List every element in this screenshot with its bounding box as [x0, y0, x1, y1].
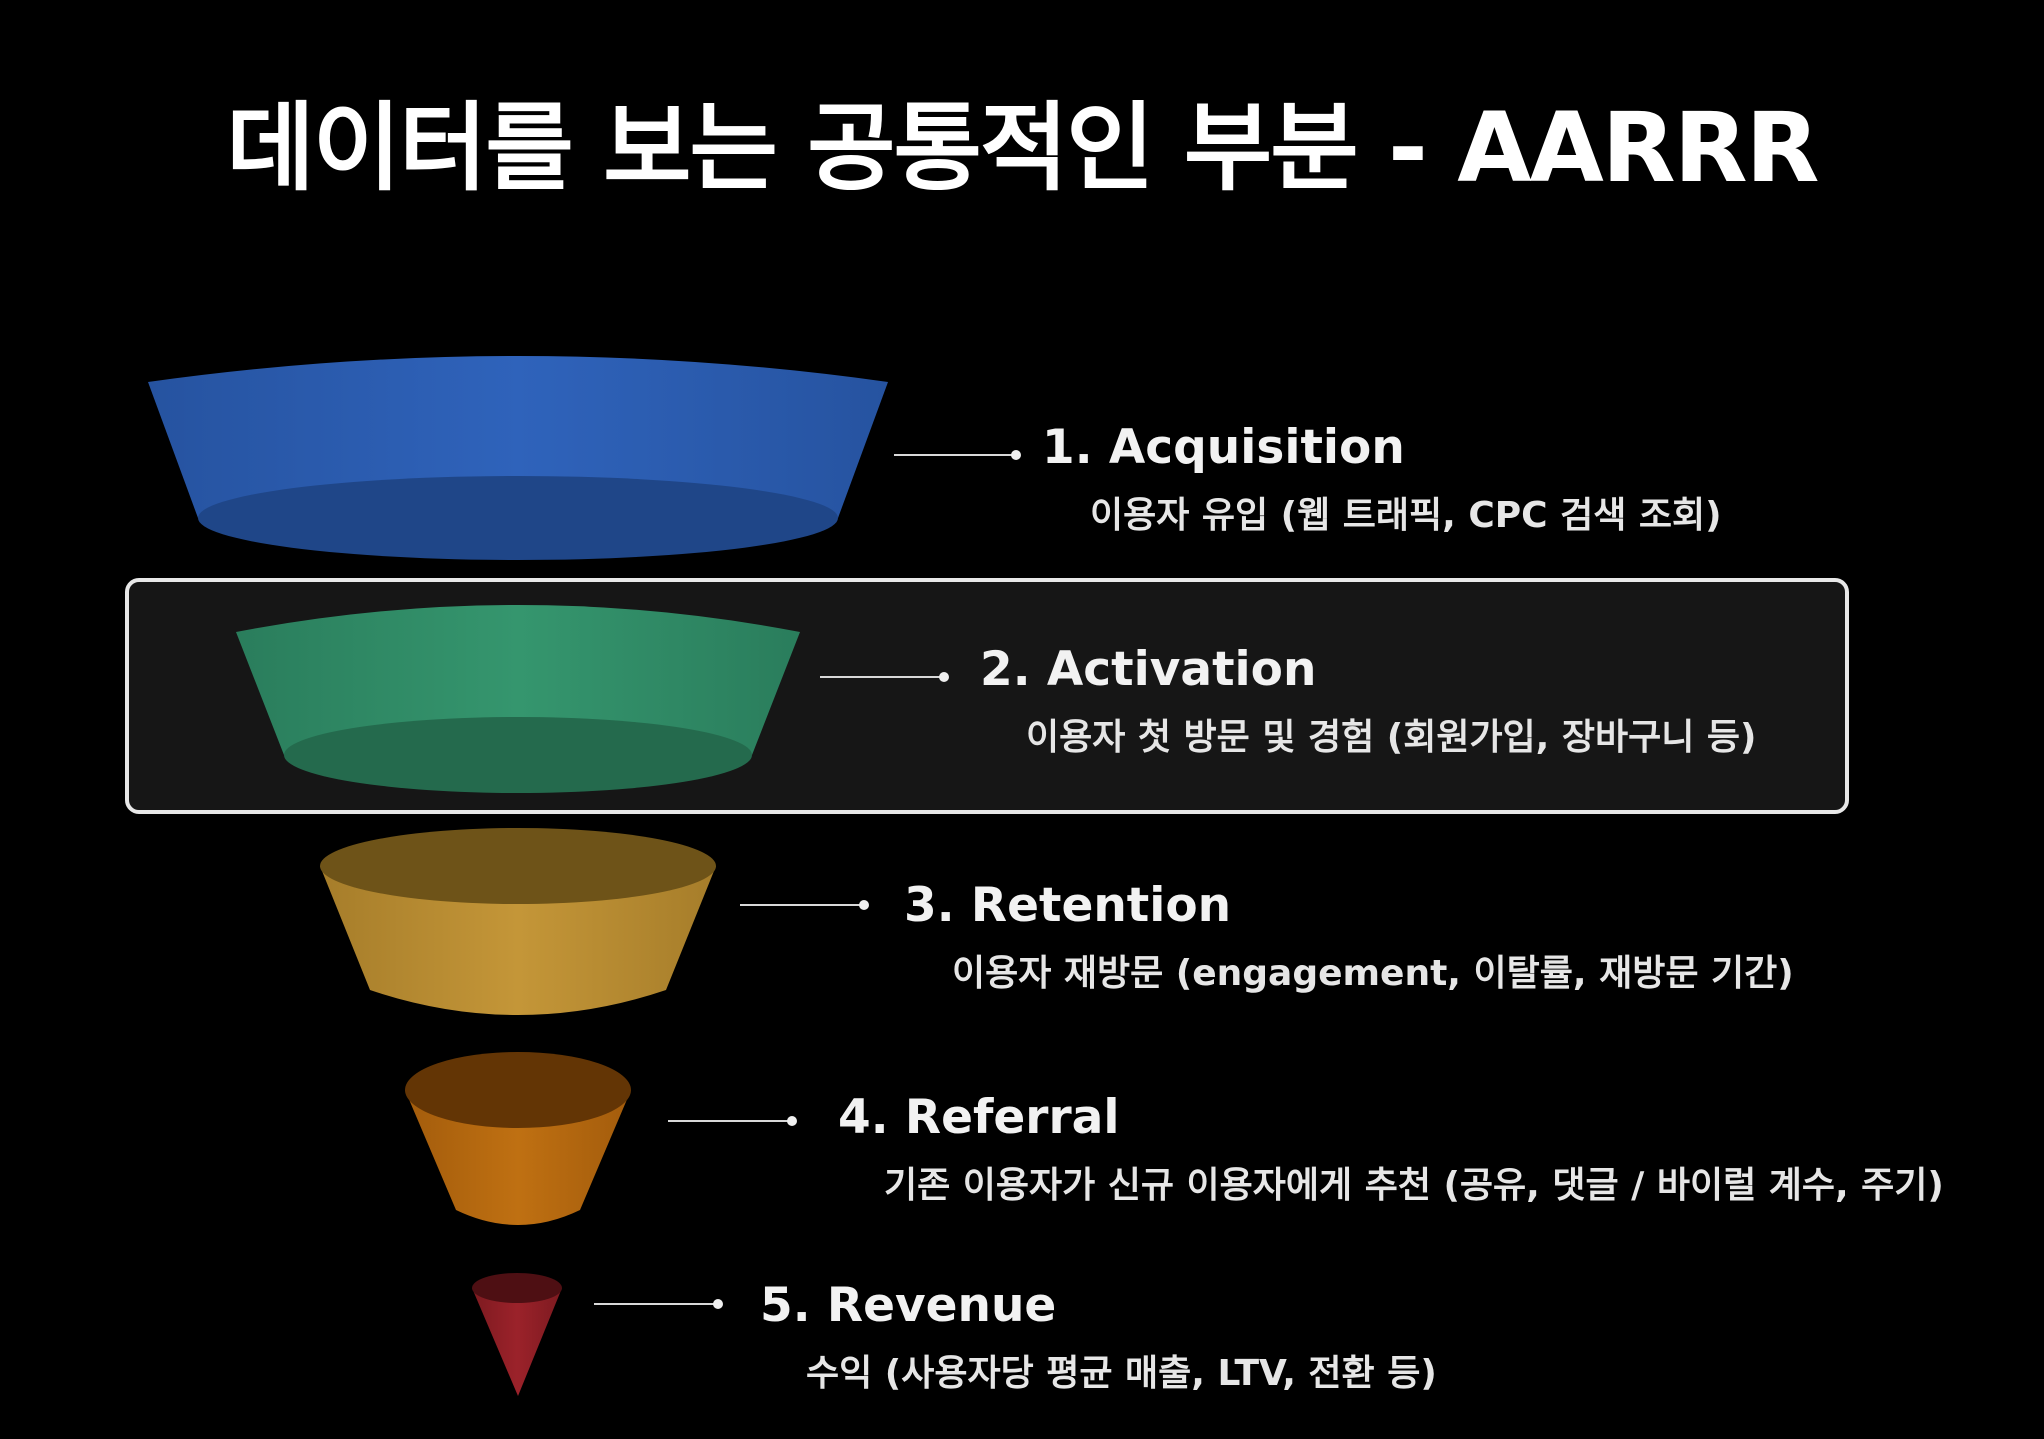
stage-desc-activation: 이용자 첫 방문 및 경험 (회원가입, 장바구니 등) [1026, 717, 1757, 758]
connector-revenue [594, 1299, 723, 1309]
connector-referral [668, 1116, 797, 1126]
connector-acquisition [894, 450, 1021, 460]
stage-desc-acquisition: 이용자 유입 (웹 트래픽, CPC 검색 조회) [1090, 495, 1722, 536]
funnel-segment-referral [405, 1052, 631, 1225]
stage-desc-revenue: 수익 (사용자당 평균 매출, LTV, 전환 등) [806, 1353, 1437, 1394]
stage-desc-referral: 기존 이용자가 신규 이용자에게 추천 (공유, 댓글 / 바이럴 계수, 주기… [884, 1165, 1944, 1206]
connector-activation [820, 672, 949, 682]
funnel-segment-acquisition [148, 356, 888, 560]
funnel-segment-revenue [472, 1273, 562, 1396]
stage-label-referral: 4. Referral [838, 1090, 1120, 1145]
stage-label-retention: 3. Retention [904, 878, 1232, 933]
page-title: 데이터를 보는 공통적인 부분 - AARRR [226, 92, 1819, 204]
funnel-segment-retention [320, 828, 716, 1015]
connector-retention [740, 900, 869, 910]
stage-label-acquisition: 1. Acquisition [1042, 420, 1405, 475]
funnel-segment-activation [236, 605, 800, 793]
stage-label-activation: 2. Activation [980, 642, 1317, 697]
stage-label-revenue: 5. Revenue [760, 1278, 1057, 1333]
stage-desc-retention: 이용자 재방문 (engagement, 이탈률, 재방문 기간) [952, 953, 1794, 994]
